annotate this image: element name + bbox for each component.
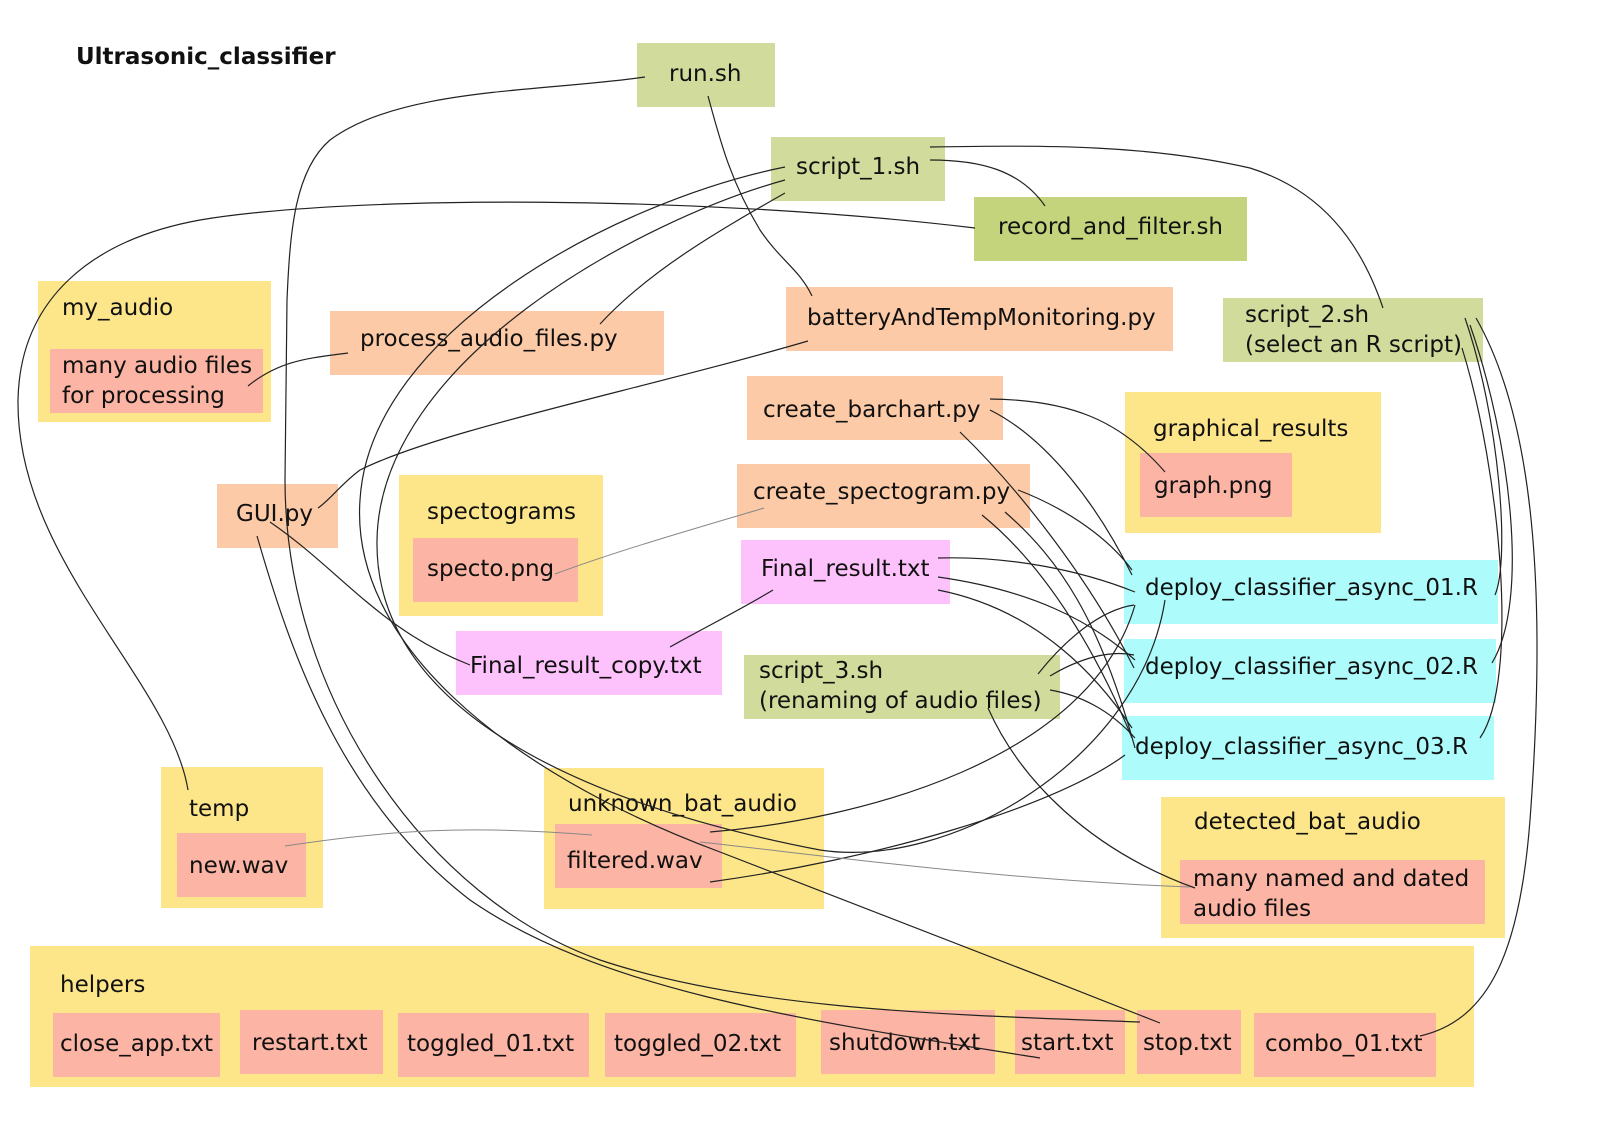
- file-graph-png: graph.png: [1140, 453, 1292, 517]
- r-deploy-classifier-03: deploy_classifier_async_03.R: [1122, 716, 1494, 780]
- folder-label: unknown_bat_audio: [568, 791, 797, 817]
- script-1-sh: script_1.sh: [771, 137, 945, 201]
- folder-label: helpers: [60, 972, 146, 998]
- script-run-sh: run.sh: [637, 43, 775, 107]
- connector-line: [937, 557, 1136, 593]
- diagram-title: Ultrasonic_classifier: [76, 44, 336, 70]
- file-many-named: many named and dated audio files: [1180, 860, 1485, 924]
- helper-file: stop.txt: [1137, 1010, 1241, 1074]
- folder-label: my_audio: [62, 295, 174, 321]
- py-create-spectogram: create_spectogram.py: [737, 464, 1030, 528]
- file-many-audio: many audio files for processing: [50, 349, 263, 413]
- folder-label: graphical_results: [1153, 416, 1349, 442]
- helper-file: shutdown.txt: [821, 1010, 995, 1074]
- r-deploy-classifier-01: deploy_classifier_async_01.R: [1124, 560, 1498, 624]
- connector-line: [1049, 652, 1135, 677]
- script-2-sh: script_2.sh (select an R script): [1223, 298, 1483, 362]
- txt-final-result: Final_result.txt: [741, 540, 950, 604]
- connector-line: [937, 576, 1136, 661]
- script-record-and-filter: record_and_filter.sh: [974, 197, 1247, 261]
- helper-file: toggled_01.txt: [398, 1013, 589, 1077]
- helper-file: start.txt: [1015, 1010, 1125, 1074]
- connector-line: [599, 192, 786, 325]
- r-deploy-classifier-02: deploy_classifier_async_02.R: [1124, 639, 1496, 703]
- py-process-audio-files: process_audio_files.py: [330, 311, 664, 375]
- file-new-wav: new.wav: [177, 833, 306, 897]
- file-filtered-wav: filtered.wav: [555, 824, 722, 888]
- txt-final-result-copy: Final_result_copy.txt: [456, 631, 722, 695]
- connector-line: [1017, 489, 1133, 571]
- file-specto-png: specto.png: [413, 538, 578, 602]
- py-gui: GUI.py: [217, 484, 338, 548]
- script-3-sh: script_3.sh (renaming of audio files): [744, 655, 1060, 719]
- folder-label: detected_bat_audio: [1194, 809, 1421, 835]
- helper-file: close_app.txt: [53, 1013, 220, 1077]
- py-battery-monitoring: batteryAndTempMonitoring.py: [786, 287, 1173, 351]
- helper-file: combo_01.txt: [1254, 1013, 1436, 1077]
- folder-label: temp: [189, 796, 250, 822]
- py-create-barchart: create_barchart.py: [747, 376, 1003, 440]
- helper-file: restart.txt: [240, 1010, 383, 1074]
- folder-label: spectograms: [427, 499, 577, 525]
- helper-file: toggled_02.txt: [605, 1013, 796, 1077]
